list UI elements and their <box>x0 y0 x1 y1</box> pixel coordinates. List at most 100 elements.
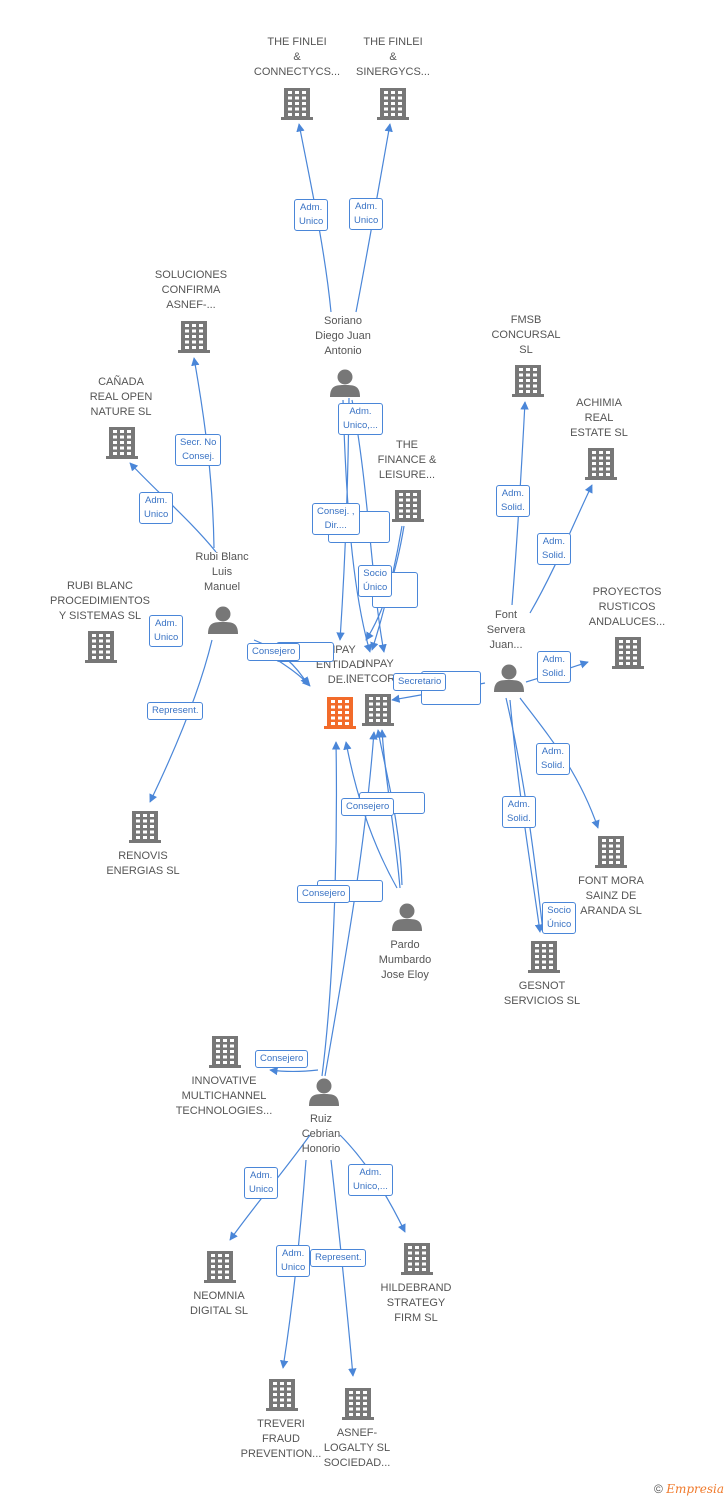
building-icon[interactable] <box>106 427 138 459</box>
relationship-label[interactable]: Adm.Unico,... <box>348 1164 393 1196</box>
person-icon[interactable] <box>309 1078 339 1107</box>
building-icon[interactable] <box>585 448 617 480</box>
relationship-label[interactable]: Represent. <box>310 1249 367 1267</box>
node-label-line: ASNEF-... <box>166 299 216 311</box>
relationship-label[interactable]: Adm.Unico <box>149 615 184 647</box>
node-label-line: REAL <box>584 412 614 424</box>
relationship-label[interactable]: Adm.Solid. <box>537 651 571 683</box>
node-label-line: SINERGYCS... <box>356 66 430 78</box>
building-icon[interactable] <box>392 490 424 522</box>
building-icon[interactable] <box>209 1036 241 1068</box>
node-label-line: NATURE SL <box>90 406 152 418</box>
building-icon[interactable] <box>512 365 544 397</box>
node-label-line: ANDALUCES... <box>588 616 666 628</box>
relationship-label[interactable]: Consejero <box>341 798 395 816</box>
company-node-label[interactable]: THE FINLEI&CONNECTYCS... <box>232 35 362 80</box>
building-icon[interactable] <box>362 694 394 726</box>
edge-line <box>269 1066 319 1076</box>
node-label-line: ESTATE SL <box>570 427 628 439</box>
relationship-label[interactable]: Secretario <box>393 673 447 691</box>
relationship-label[interactable]: Adm.Unico <box>244 1167 279 1199</box>
relationship-label[interactable]: Adm.Solid. <box>537 533 571 565</box>
node-label-line: Servera <box>486 624 526 636</box>
building-icon[interactable] <box>342 1388 374 1420</box>
node-label-line: Pardo <box>390 939 420 951</box>
node-label-line: CONCURSAL <box>491 329 561 341</box>
node-label-line: & <box>389 51 397 63</box>
relationship-label[interactable]: Consejero <box>297 885 351 903</box>
person-icon[interactable] <box>392 903 422 932</box>
relationship-label[interactable]: Adm.Unico <box>276 1245 311 1277</box>
brand-logo-text[interactable]: Empresia <box>666 1482 724 1496</box>
edge-line <box>324 731 378 1077</box>
building-icon[interactable] <box>612 637 644 669</box>
node-label-line: Luis <box>211 566 233 578</box>
node-label-line: FMSB <box>510 314 542 326</box>
person-icon[interactable] <box>330 369 360 398</box>
relationship-label[interactable]: Consej. ,Dir.... <box>312 503 360 535</box>
relationship-label[interactable]: Adm.Unico,... <box>338 403 383 435</box>
building-icon[interactable] <box>266 1379 298 1411</box>
building-icon[interactable] <box>324 697 356 729</box>
person-icon[interactable] <box>208 606 238 635</box>
node-label-line: MULTICHANNEL <box>181 1090 267 1102</box>
building-icon[interactable] <box>281 88 313 120</box>
person-icon[interactable] <box>494 664 524 693</box>
node-label-line: NEOMNIA <box>193 1290 245 1302</box>
building-icon[interactable] <box>129 811 161 843</box>
relationship-label[interactable]: Adm.Unico <box>139 492 174 524</box>
building-icon[interactable] <box>178 321 210 353</box>
relationship-label-line: Adm. <box>145 495 168 506</box>
node-label-line: Honorio <box>301 1143 341 1155</box>
relationship-label[interactable]: Represent. <box>147 702 204 720</box>
relationship-label-line: Adm. <box>542 654 565 665</box>
node-label-line: Manuel <box>203 581 241 593</box>
relationship-label[interactable]: Adm. Unico <box>349 198 384 230</box>
building-icon[interactable] <box>204 1251 236 1283</box>
building-icon[interactable] <box>401 1243 433 1275</box>
relationship-label-line: Unico <box>281 1262 306 1273</box>
relationship-label[interactable]: Adm.Unico <box>294 199 329 231</box>
relationship-label-line: Solid. <box>501 502 525 513</box>
relationship-label-line: Adm. <box>501 488 524 499</box>
relationship-label[interactable]: Adm. Solid. <box>496 485 530 517</box>
company-node-label[interactable]: THE FINLEI&SINERGYCS... <box>328 35 458 80</box>
relationship-label-line: Adm. <box>355 201 378 212</box>
building-icon[interactable] <box>595 836 627 868</box>
company-node-label[interactable]: NEOMNIA DIGITAL SL <box>154 1289 284 1319</box>
building-icon[interactable] <box>377 88 409 120</box>
relationship-label-line: Unico,... <box>353 1181 388 1192</box>
building-icon[interactable] <box>528 941 560 973</box>
relationship-label[interactable]: Consejero <box>255 1050 309 1068</box>
relationship-label-line: Unico <box>354 215 379 226</box>
relationship-label-line: Represent. <box>152 705 199 716</box>
node-label-line: DIGITAL SL <box>189 1305 249 1317</box>
building-icon[interactable] <box>85 631 117 663</box>
relationship-label[interactable]: Consejero <box>247 643 301 661</box>
relationship-label[interactable]: Adm.Solid. <box>502 796 536 828</box>
relationship-label[interactable]: Adm.Solid. <box>536 743 570 775</box>
node-label-line: RENOVIS <box>118 850 168 862</box>
